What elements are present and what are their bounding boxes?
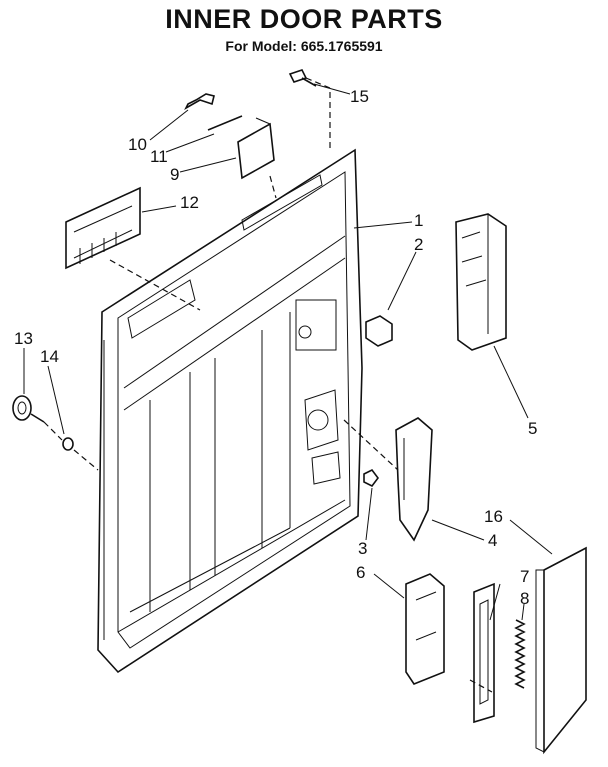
nut-part <box>363 468 379 488</box>
side-panel-part <box>535 546 587 755</box>
cap-part <box>237 117 275 180</box>
latch-housing-part <box>455 213 507 351</box>
bracket-part <box>395 417 433 542</box>
spring-part <box>514 619 526 689</box>
pin-part <box>207 115 243 131</box>
latch-part <box>365 315 393 347</box>
callout-7: 7 <box>520 567 529 586</box>
washer-part <box>62 437 74 451</box>
knob-part <box>12 395 45 423</box>
callout-5: 5 <box>528 419 537 438</box>
clip-part <box>184 93 215 111</box>
leader-lines <box>23 83 553 621</box>
callout-16: 16 <box>484 507 503 526</box>
callout-14: 14 <box>40 347 59 366</box>
actuator-part <box>405 573 445 685</box>
model-subtitle: For Model: 665.1765591 <box>225 38 383 54</box>
callout-12: 12 <box>180 193 199 212</box>
inner-door-panel <box>97 148 363 674</box>
callout-11: 11 <box>150 147 168 166</box>
callout-3: 3 <box>358 539 367 558</box>
screw-part <box>288 69 317 87</box>
callout-9: 9 <box>170 165 179 184</box>
diagram-title: INNER DOOR PARTS <box>165 4 443 34</box>
vent-handle-part <box>65 186 141 270</box>
callout-13: 13 <box>14 329 33 348</box>
callout-4: 4 <box>488 531 497 550</box>
callout-15: 15 <box>350 87 369 106</box>
callout-2: 2 <box>414 235 423 254</box>
slide-plate-part <box>473 582 495 724</box>
callout-1: 1 <box>414 211 423 230</box>
callout-8: 8 <box>520 589 529 608</box>
callout-6: 6 <box>356 563 365 582</box>
callout-10: 10 <box>128 135 147 154</box>
